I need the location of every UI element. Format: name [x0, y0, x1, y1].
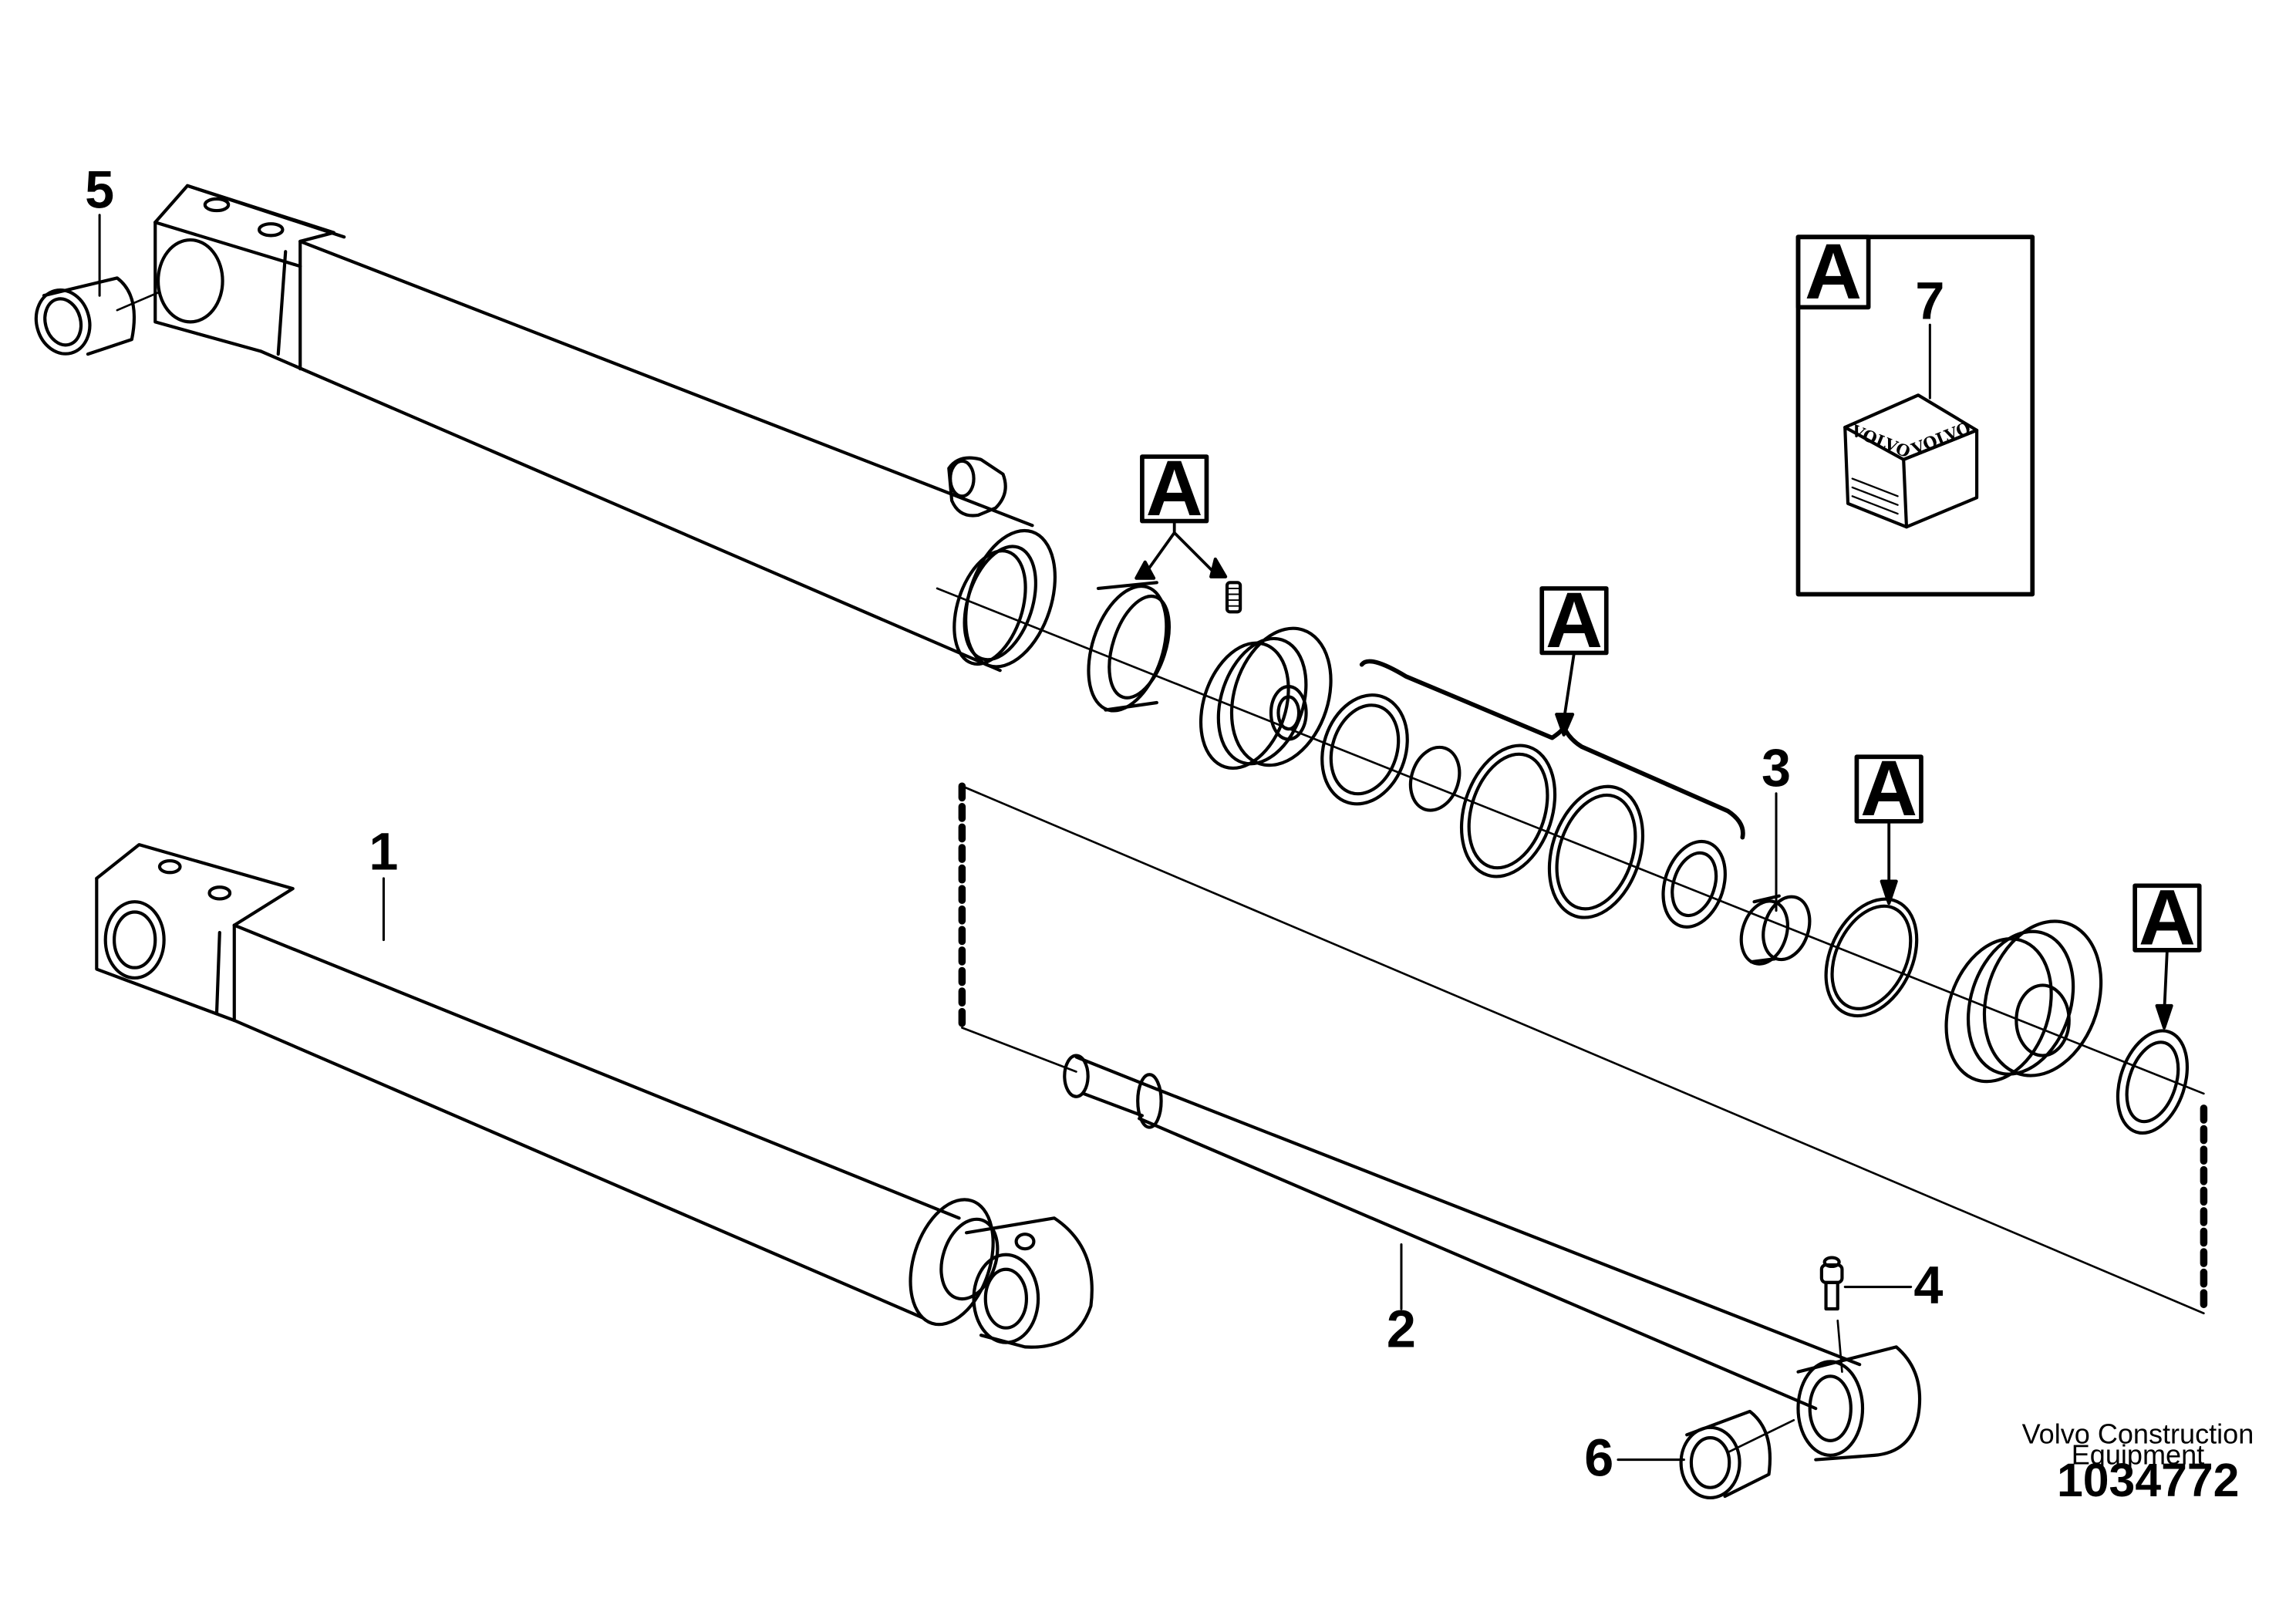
- spacer-part-3: [1739, 894, 1812, 966]
- assembly-lines: [958, 782, 2208, 1317]
- cylinder-head: [1944, 919, 2103, 1084]
- callout-7-label: 7: [1915, 272, 1944, 331]
- kit-callout-a-1: [1135, 454, 1228, 580]
- package-brand-right: VOLVO: [1908, 417, 1974, 459]
- callout-3-label: 3: [1762, 739, 1791, 798]
- piston: [1199, 626, 1333, 771]
- kit-label-a-1: A: [1146, 443, 1203, 532]
- kit-callout-a-3: [1854, 754, 1923, 905]
- footer-line-2: Equipment: [2072, 1438, 2204, 1470]
- seal-kit-legend-box: [1795, 234, 2035, 597]
- footer-line-1: Volvo Construction: [2022, 1418, 2254, 1450]
- o-ring: [1824, 897, 1919, 1018]
- callout-2-label: 2: [1387, 1300, 1416, 1358]
- callout-1-label: 1: [369, 822, 398, 881]
- kit-label-a-4: A: [2139, 872, 2196, 961]
- legend-kit-label-a: A: [1805, 227, 1862, 315]
- set-screw: [1225, 581, 1242, 614]
- kit-label-a-2: A: [1546, 575, 1603, 664]
- callout-leaders: [98, 214, 1931, 1462]
- piston-rod-part-2: [1063, 1054, 1922, 1462]
- callout-4-label: 4: [1913, 1256, 1943, 1314]
- guide-ring: [1087, 581, 1171, 713]
- grease-nipple-part-4: [1819, 1256, 1844, 1311]
- callout-6-label: 6: [1584, 1428, 1613, 1487]
- document-number: 1034772: [2057, 1454, 2240, 1506]
- cylinder-assembled-part-1: [95, 843, 1094, 1349]
- package-brand-left: VOLVO: [1848, 420, 1913, 462]
- bushing-part-6: [1679, 1409, 1795, 1500]
- kit-label-a-3: A: [1860, 744, 1917, 832]
- wiper-seal: [2116, 1029, 2190, 1135]
- bushing-part-5: [34, 276, 137, 356]
- kit-callout-a-2: [1539, 586, 1609, 737]
- callout-5-label: 5: [85, 160, 114, 219]
- cylinder-barrel-exploded: [116, 184, 2205, 1095]
- kit-callout-a-4: [2132, 883, 2202, 1030]
- seal-set: [1320, 659, 1745, 929]
